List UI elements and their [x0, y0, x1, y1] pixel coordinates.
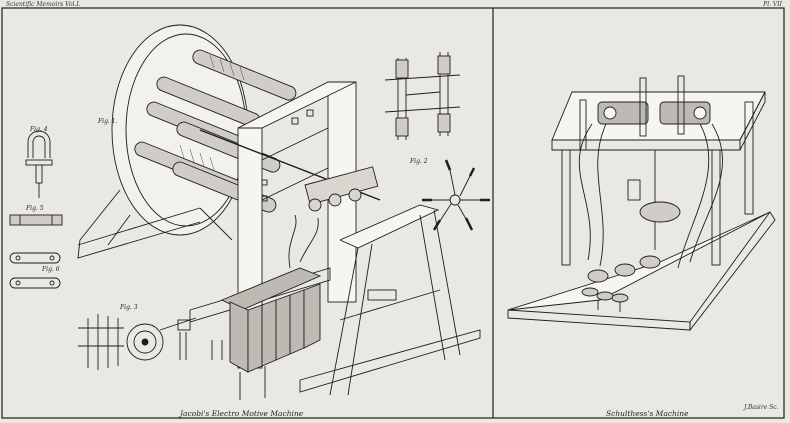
battery-cells	[220, 267, 322, 373]
fig5-label: Fig. 5	[26, 205, 44, 212]
schulthess-commutator	[581, 255, 661, 303]
fig5-detail	[9, 214, 63, 226]
fig2-label: Fig. 2	[410, 158, 428, 165]
fig4-horseshoe-magnet	[25, 130, 53, 198]
schulthess-coils	[597, 101, 711, 125]
fig1-label: Fig. 1.	[98, 118, 118, 125]
fig2-star-wheel	[422, 159, 490, 231]
right-caption: Schulthess's Machine	[606, 409, 689, 418]
jacobi-machine-drawing	[77, 24, 481, 400]
rack-detail	[384, 52, 461, 140]
journal-header: Scientific Memoirs Vol.I.	[6, 1, 81, 8]
fig6-label: Fig. 6	[42, 266, 60, 273]
plate-border	[1, 7, 785, 419]
fig3-detail	[78, 314, 197, 370]
base-board	[507, 211, 771, 311]
left-caption: Jacobi's Electro Motive Machine	[180, 409, 304, 418]
fig6-detail	[9, 252, 61, 289]
engraver-credit: J.Basire Sc.	[744, 404, 779, 411]
fig4-label: Fig. 4	[30, 126, 48, 133]
plate-number: Pl. VII	[763, 1, 782, 8]
schulthess-machine-drawing	[507, 75, 776, 332]
top-table	[551, 91, 766, 141]
commutator	[304, 166, 379, 212]
fig3-label: Fig. 3	[120, 304, 138, 311]
